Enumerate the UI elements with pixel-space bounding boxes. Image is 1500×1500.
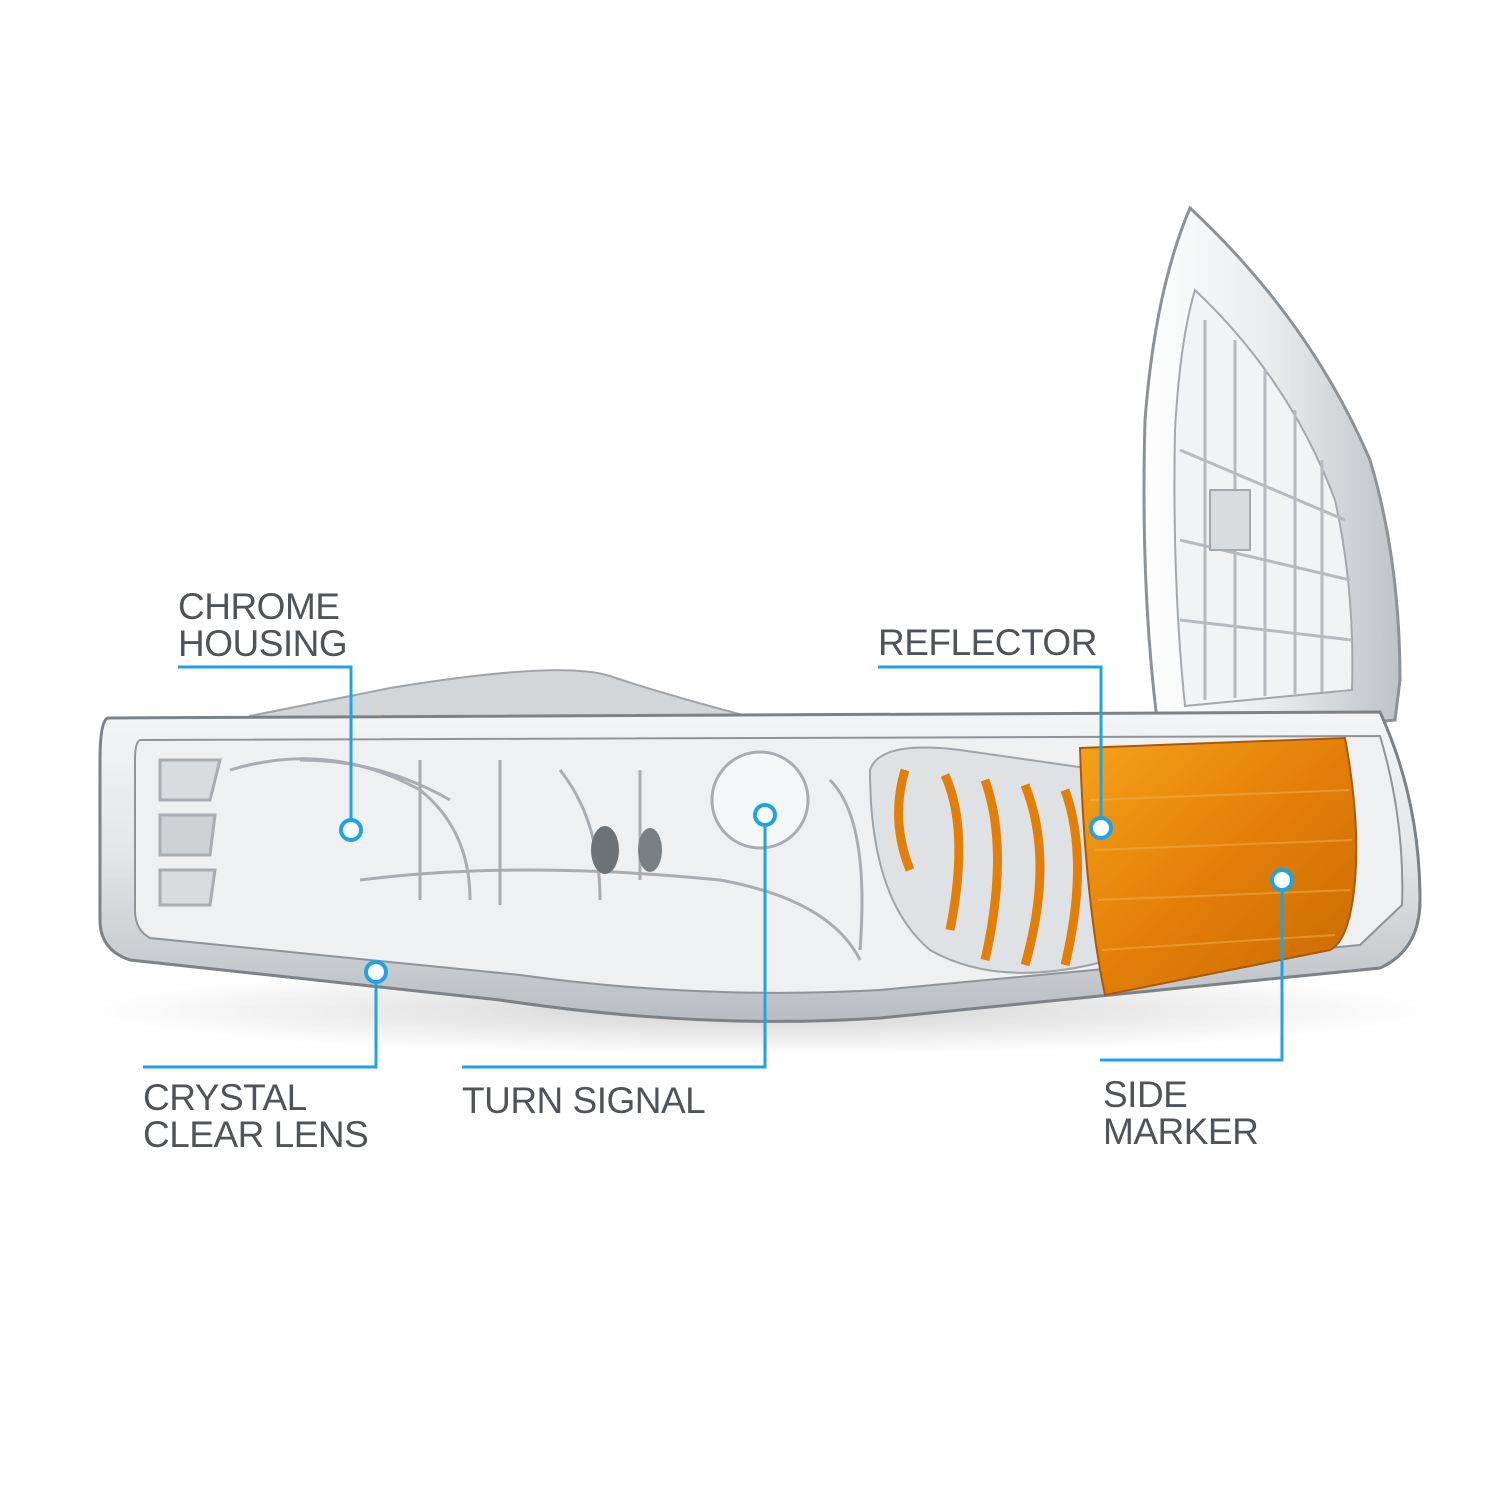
label-chrome-housing: CHROME HOUSING (178, 586, 348, 664)
label-reflector: REFLECTOR (878, 624, 1097, 661)
corner-lamp (1142, 205, 1402, 744)
dot-crystal-lens (364, 960, 388, 984)
amber-side-marker (1078, 736, 1358, 997)
dot-chrome-housing (339, 818, 363, 842)
label-side-marker: SIDE MARKER (1103, 1074, 1259, 1152)
label-side-marker-line1: SIDE (1103, 1074, 1188, 1115)
leader-reflector (878, 665, 1103, 826)
leader-side-marker (1100, 880, 1284, 1062)
leader-crystal-lens (143, 972, 378, 1069)
label-reflector-line1: REFLECTOR (878, 622, 1097, 663)
dot-side-marker (1270, 868, 1294, 892)
dot-reflector (1089, 816, 1113, 840)
dot-turn-signal (753, 803, 777, 827)
label-crystal-clear-lens-line1: CRYSTAL (143, 1077, 307, 1118)
label-turn-signal: TURN SIGNAL (462, 1080, 706, 1121)
turn-signal-cone (868, 746, 1112, 974)
callout-dots (339, 803, 1294, 984)
leader-chrome-housing (178, 665, 353, 830)
label-chrome-housing-line2: HOUSING (178, 623, 348, 664)
label-turn-signal-line1: TURN SIGNAL (462, 1080, 706, 1121)
label-chrome-housing-line1: CHROME (178, 586, 340, 627)
leader-turn-signal (462, 815, 767, 1069)
label-crystal-clear-lens: CRYSTAL CLEAR LENS (143, 1077, 369, 1155)
amber-texture (1089, 789, 1353, 951)
label-side-marker-line2: MARKER (1103, 1111, 1259, 1152)
label-crystal-clear-lens-line2: CLEAR LENS (143, 1114, 369, 1155)
clear-reflector-pattern (158, 750, 864, 961)
leader-lines (143, 665, 1284, 1069)
